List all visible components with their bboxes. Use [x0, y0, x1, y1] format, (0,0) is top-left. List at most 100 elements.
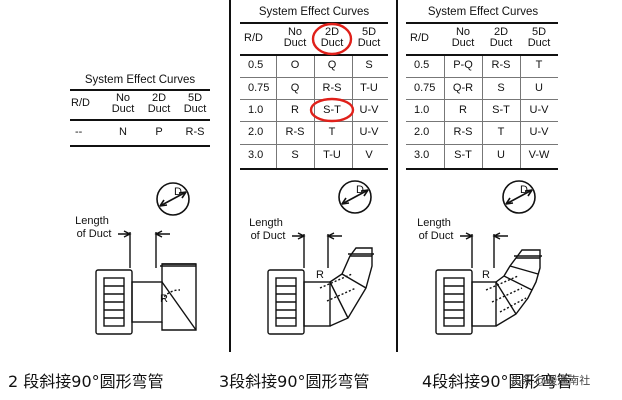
header-5d-duct: 5D Duct — [527, 26, 551, 49]
highlight-1.0-2d-cell — [309, 97, 355, 123]
table-bottom-rule — [240, 168, 388, 170]
header-2d-duct: 2D Duct — [489, 26, 513, 49]
cell-2d-duct: R-S — [322, 82, 342, 94]
cell-5d-duct: R-S — [185, 126, 205, 138]
cell-2d-duct: S-T — [492, 104, 510, 116]
panel-3-piece-elbow: System Effect Curves R/D No Duct 2D Duct… — [219, 0, 396, 391]
elbow-3-piece-figure: D Length of Duct R — [249, 180, 374, 335]
length-label-2: of Duct — [419, 230, 454, 242]
cell-no-duct: R — [291, 104, 299, 116]
caption-3-piece: 3段斜接90°圆形弯管 — [219, 372, 370, 391]
divider-left — [229, 0, 231, 352]
diameter-icon — [156, 182, 190, 216]
divider-right — [396, 0, 398, 352]
table-top-rule — [406, 22, 558, 24]
header-no-duct: No Duct — [111, 92, 135, 115]
cell-no-duct: R-S — [453, 126, 473, 138]
table-title: System Effect Curves — [427, 6, 539, 18]
cell-2d-duct: T-U — [323, 149, 341, 161]
watermark: 头条 @暖通南社 — [510, 375, 591, 387]
caption-4-piece: 4段斜接90°圆形弯管 — [422, 372, 573, 391]
cell-2d-duct: U — [497, 149, 505, 161]
cell-5d-duct: S — [365, 59, 373, 71]
cell-no-duct: R — [459, 104, 467, 116]
radius-label: R — [160, 293, 168, 305]
table-bottom-rule — [406, 168, 558, 170]
cell-rd: 3.0 — [248, 149, 264, 161]
cell-2d-duct: T — [328, 126, 336, 138]
table-top-rule — [240, 22, 388, 24]
header-rd: R/D — [71, 97, 90, 109]
cell-no-duct: R-S — [285, 126, 305, 138]
cell-no-duct: S — [291, 149, 299, 161]
cell-5d-duct: U-V — [529, 104, 549, 116]
header-rd: R/D — [244, 32, 263, 44]
cell-2d-duct: S — [497, 82, 505, 94]
highlight-2d-header — [311, 22, 353, 56]
cell-2d-duct: T — [497, 126, 505, 138]
column-separator — [482, 56, 483, 168]
length-label-1: Length — [75, 215, 109, 227]
cell-rd: 1.0 — [414, 104, 430, 116]
header-no-duct: No Duct — [283, 26, 307, 49]
header-no-duct: No Duct — [451, 26, 475, 49]
cell-rd: 2.0 — [248, 126, 264, 138]
table-title: System Effect Curves — [84, 74, 196, 86]
table-header-rule — [406, 54, 558, 56]
length-label-2: of Duct — [77, 228, 112, 240]
panel-4-piece-elbow: System Effect Curves R/D No Duct 2D Duct… — [400, 0, 622, 391]
column-separator — [276, 56, 277, 168]
cell-2d-duct: Q — [327, 59, 337, 71]
table-header-rule — [70, 119, 210, 121]
table-title: System Effect Curves — [258, 6, 370, 18]
cell-no-duct: N — [119, 126, 127, 138]
diameter-label: D — [520, 184, 528, 196]
table-header-rule — [240, 54, 388, 56]
cell-5d-duct: T — [535, 59, 543, 71]
cell-5d-duct: U-V — [359, 104, 379, 116]
header-rd: R/D — [410, 32, 429, 44]
cell-5d-duct: U-V — [359, 126, 379, 138]
table-bottom-rule — [70, 145, 210, 147]
cell-5d-duct: V-W — [528, 149, 550, 161]
radius-label: R — [482, 269, 490, 281]
header-2d-duct: 2D Duct — [147, 92, 171, 115]
cell-no-duct: Q-R — [452, 82, 474, 94]
cell-no-duct: S-T — [454, 149, 472, 161]
cell-no-duct: O — [290, 59, 300, 71]
cell-rd: 3.0 — [414, 149, 430, 161]
length-label-1: Length — [249, 217, 283, 229]
radius-label: R — [316, 269, 324, 281]
diameter-label: D — [174, 186, 182, 198]
column-separator — [314, 56, 315, 168]
diameter-label: D — [356, 184, 364, 196]
cell-rd: 0.5 — [248, 59, 264, 71]
cell-no-duct: Q — [290, 82, 300, 94]
column-separator — [444, 56, 445, 168]
cell-rd: 0.75 — [248, 82, 270, 94]
cell-no-duct: P-Q — [453, 59, 473, 71]
cell-rd: -- — [75, 126, 83, 138]
cell-2d-duct: S-T — [323, 104, 341, 116]
cell-5d-duct: T-U — [360, 82, 378, 94]
header-5d-duct: 5D Duct — [183, 92, 207, 115]
length-label-1: Length — [417, 217, 451, 229]
cell-rd: 0.75 — [414, 82, 436, 94]
highlight-circles — [309, 22, 355, 123]
elbow-2-piece-figure: D Length of Duct R — [75, 182, 197, 335]
column-separator — [520, 56, 521, 168]
header-2d-duct: 2D Duct — [320, 26, 344, 49]
cell-5d-duct: V — [365, 149, 373, 161]
cell-rd: 0.5 — [414, 59, 430, 71]
header-5d-duct: 5D Duct — [357, 26, 381, 49]
length-label-2: of Duct — [251, 230, 286, 242]
cell-2d-duct: P — [155, 126, 163, 138]
cell-2d-duct: R-S — [491, 59, 511, 71]
panel-2-piece-elbow: System Effect Curves R/D No Duct 2D Duct… — [0, 0, 228, 391]
cell-5d-duct: U — [535, 82, 543, 94]
caption-2-piece: 2 段斜接90°圆形弯管 — [8, 372, 164, 391]
cell-rd: 2.0 — [414, 126, 430, 138]
cell-rd: 1.0 — [248, 104, 264, 116]
elbow-4-piece-figure: D Length of Duct R — [417, 180, 542, 335]
table-top-rule — [70, 89, 210, 91]
